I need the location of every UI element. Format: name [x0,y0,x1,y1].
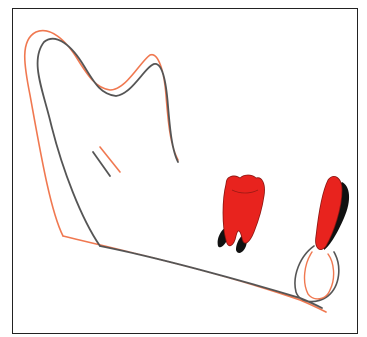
ramus-outline-gray [38,39,178,246]
molar-tooth [218,175,265,253]
molar-crown [223,175,265,246]
mandible-outline-gray [38,39,322,308]
erupting-tooth-crown [316,176,342,249]
canal-mark-orange [100,147,120,172]
ramus-outline-orange [25,31,178,236]
follicle-outline-gray [295,246,339,302]
lower-border-gray [100,246,322,308]
follicle-outline-orange [305,252,334,299]
mandible-outline-orange [25,31,326,312]
erupting-tooth [295,176,349,301]
canal-marks [93,147,120,176]
